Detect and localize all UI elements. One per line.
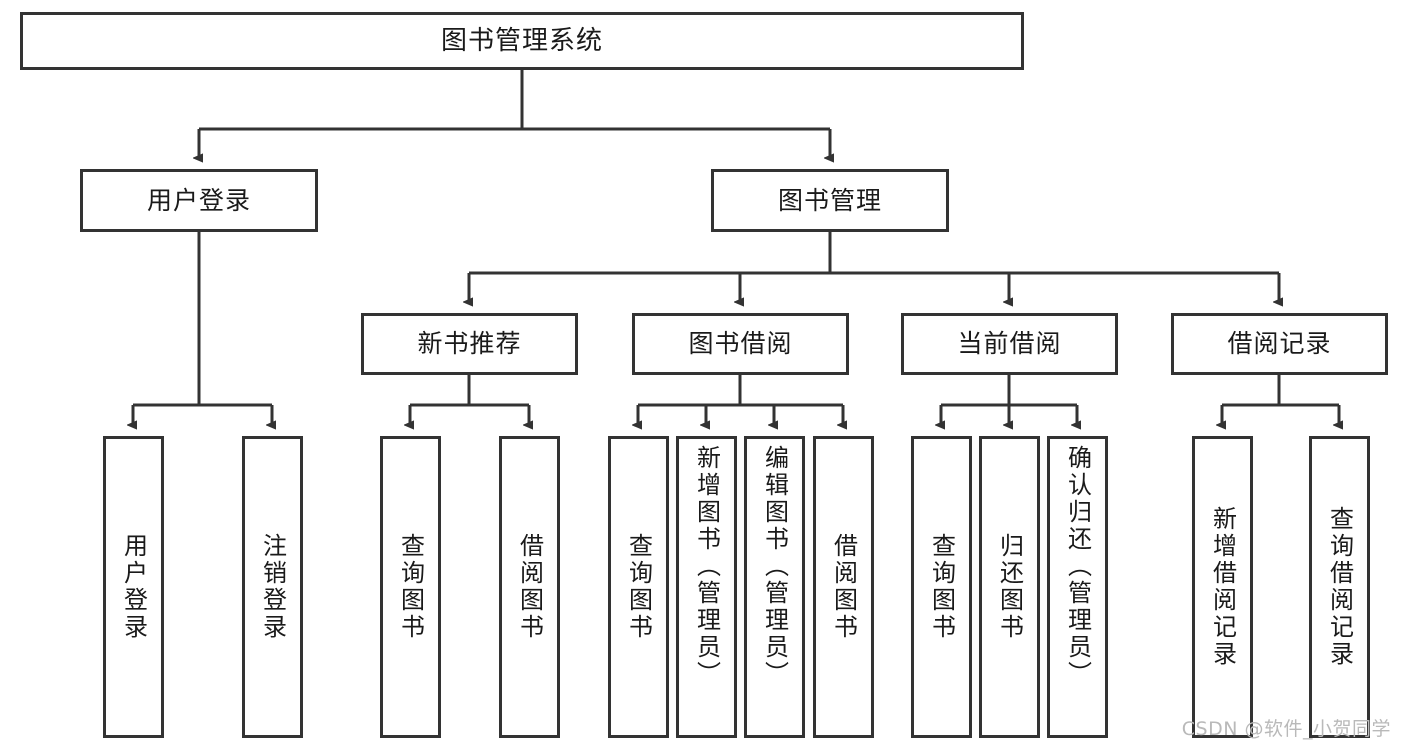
- vertical-text-wrap: 新增图书（管理员）: [679, 439, 734, 735]
- node-label: 查询图书: [396, 533, 425, 641]
- node-leaf-borrow-book-recommend[interactable]: 借阅图书: [499, 436, 560, 738]
- watermark-text: CSDN @软件_小贺同学: [1181, 718, 1391, 740]
- node-leaf-query-book-borrow[interactable]: 查询图书: [608, 436, 669, 738]
- vertical-text-wrap: 注销登录: [245, 439, 300, 735]
- node-label: 编辑图书（管理员）: [760, 445, 789, 688]
- node-book-management[interactable]: 图书管理: [711, 169, 949, 232]
- node-label: 借阅记录: [1227, 329, 1332, 359]
- node-label: 当前借阅: [957, 329, 1062, 359]
- node-leaf-borrow-book[interactable]: 借阅图书: [813, 436, 874, 738]
- node-label: 新书推荐: [417, 329, 522, 359]
- vertical-text-wrap: 新增借阅记录: [1195, 439, 1250, 735]
- node-root-system[interactable]: 图书管理系统: [20, 12, 1024, 70]
- node-book-borrow[interactable]: 图书借阅: [632, 313, 849, 375]
- node-label: 图书管理: [777, 185, 882, 215]
- node-label: 用户登录: [119, 533, 148, 641]
- node-label: 图书借阅: [688, 329, 793, 359]
- vertical-text-wrap: 查询图书: [383, 439, 438, 735]
- vertical-text-wrap: 借阅图书: [502, 439, 557, 735]
- vertical-text-wrap: 查询图书: [914, 439, 969, 735]
- node-label: 新增图书（管理员）: [692, 445, 721, 688]
- node-label: 确认归还（管理员）: [1063, 445, 1092, 688]
- vertical-text-wrap: 查询借阅记录: [1312, 439, 1367, 735]
- node-borrow-record[interactable]: 借阅记录: [1171, 313, 1388, 375]
- node-label: 借阅图书: [829, 533, 858, 641]
- node-leaf-user-login[interactable]: 用户登录: [103, 436, 164, 738]
- vertical-text-wrap: 编辑图书（管理员）: [747, 439, 802, 735]
- node-leaf-confirm-return-admin[interactable]: 确认归还（管理员）: [1047, 436, 1108, 738]
- vertical-text-wrap: 借阅图书: [816, 439, 871, 735]
- node-label: 查询图书: [624, 533, 653, 641]
- node-leaf-add-book-admin[interactable]: 新增图书（管理员）: [676, 436, 737, 738]
- node-label: 借阅图书: [515, 533, 544, 641]
- node-leaf-logout[interactable]: 注销登录: [242, 436, 303, 738]
- node-label: 查询图书: [927, 533, 956, 641]
- node-leaf-return-book[interactable]: 归还图书: [979, 436, 1040, 738]
- node-label: 用户登录: [146, 185, 251, 215]
- vertical-text-wrap: 用户登录: [106, 439, 161, 735]
- node-label: 归还图书: [995, 533, 1024, 641]
- vertical-text-wrap: 查询图书: [611, 439, 666, 735]
- node-user-login[interactable]: 用户登录: [80, 169, 318, 232]
- vertical-text-wrap: 确认归还（管理员）: [1050, 439, 1105, 735]
- node-leaf-add-borrow-record[interactable]: 新增借阅记录: [1192, 436, 1253, 738]
- node-label: 图书管理系统: [440, 25, 603, 56]
- node-leaf-query-book-current[interactable]: 查询图书: [911, 436, 972, 738]
- node-leaf-edit-book-admin[interactable]: 编辑图书（管理员）: [744, 436, 805, 738]
- vertical-text-wrap: 归还图书: [982, 439, 1037, 735]
- node-label: 查询借阅记录: [1325, 506, 1354, 668]
- node-new-book-recommend[interactable]: 新书推荐: [361, 313, 578, 375]
- node-label: 新增借阅记录: [1208, 506, 1237, 668]
- node-leaf-query-borrow-record[interactable]: 查询借阅记录: [1309, 436, 1370, 738]
- node-label: 注销登录: [258, 533, 287, 641]
- node-leaf-query-book-recommend[interactable]: 查询图书: [380, 436, 441, 738]
- node-current-borrow[interactable]: 当前借阅: [901, 313, 1118, 375]
